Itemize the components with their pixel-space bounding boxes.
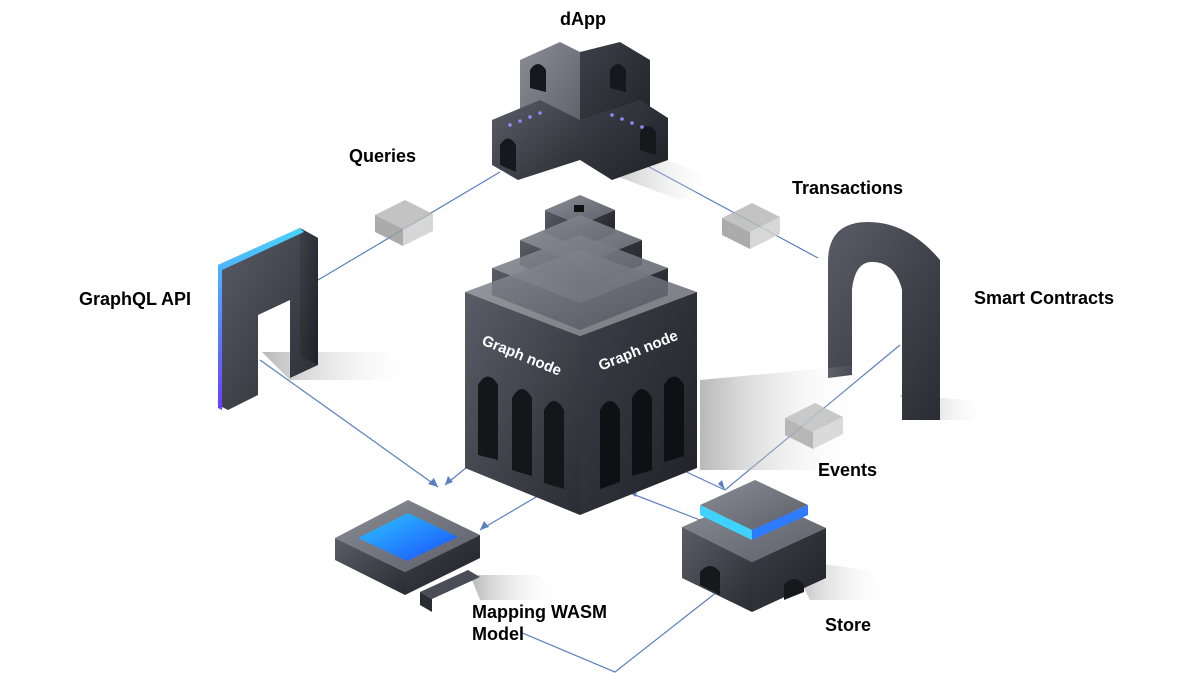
arch-outer	[828, 222, 940, 420]
arrowhead-mapping-3	[480, 521, 489, 530]
arch	[512, 389, 532, 476]
cube-top	[375, 200, 433, 229]
arch	[544, 401, 564, 489]
dapp-lights	[508, 111, 644, 129]
dapp-arch-left	[500, 138, 516, 172]
dapp-light	[508, 123, 512, 127]
queries-cube	[375, 200, 433, 246]
graphql-shadow	[262, 352, 420, 380]
dapp-wing-right	[580, 100, 668, 180]
label-mapping-line2: Model	[472, 624, 524, 644]
dapp-light	[538, 111, 542, 115]
dapp-arch-top-left	[530, 64, 546, 92]
dapp-structure	[492, 42, 720, 200]
arch	[664, 376, 684, 462]
body-top	[465, 250, 697, 336]
dapp-arch-right	[640, 126, 656, 155]
dapp-light	[620, 117, 624, 121]
cube-top	[722, 203, 780, 232]
pool-left	[335, 538, 405, 595]
label-store: Store	[825, 615, 872, 635]
pool-step	[420, 570, 480, 599]
label-mapping-wasm-model: Mapping WASM Model	[472, 601, 642, 645]
store-arch-right	[784, 579, 804, 600]
arrowhead-mapping-2	[445, 476, 453, 485]
store-arch-left	[700, 566, 720, 595]
cube-left	[722, 218, 750, 249]
arch-inner-shade	[852, 262, 902, 345]
dapp-light	[528, 115, 532, 119]
pool-right	[405, 535, 480, 595]
gate-front	[218, 228, 318, 410]
dapp-light	[518, 119, 522, 123]
label-smart-contracts: Smart Contracts	[974, 288, 1115, 308]
cube-right	[403, 214, 433, 246]
connector-store-graphnode-b	[629, 492, 701, 521]
cube-right	[750, 217, 780, 249]
gate-side	[300, 228, 318, 365]
transactions-cube	[722, 203, 780, 249]
arch	[478, 376, 498, 460]
arch	[632, 389, 652, 476]
store-accent	[700, 505, 752, 540]
arrowhead-mapping-1	[428, 478, 438, 487]
dapp-arch-top-right	[610, 64, 626, 92]
label-events: Events	[818, 460, 878, 480]
store-accent-right	[752, 505, 808, 540]
mapping-pool	[335, 500, 560, 612]
pool-water	[358, 513, 458, 561]
label-queries: Queries	[349, 146, 417, 166]
label-transactions: Transactions	[792, 178, 904, 198]
graph-node-building	[465, 195, 860, 515]
dapp-light	[630, 121, 634, 125]
pool-shadow	[470, 575, 560, 600]
arch	[600, 401, 620, 489]
connector-graphql-mapping	[259, 359, 439, 488]
graphql-gate	[218, 228, 420, 410]
store-structure	[682, 480, 890, 612]
graph-node-shadow	[700, 365, 860, 470]
cube-left	[375, 215, 403, 246]
dapp-light	[640, 125, 644, 129]
building-top-hole	[574, 205, 584, 212]
label-mapping-line1: Mapping WASM	[472, 602, 607, 622]
connector-mapping-store-bottom	[519, 587, 723, 673]
store-right	[752, 528, 826, 612]
arrowhead-store	[718, 480, 725, 490]
store-slab-top	[700, 480, 808, 530]
pool-step-front	[420, 592, 432, 612]
smart-contracts-arch	[828, 222, 990, 420]
dapp-light	[610, 113, 614, 117]
label-graphql-api: GraphQL API	[79, 289, 192, 309]
label-dapp: dApp	[560, 9, 606, 29]
